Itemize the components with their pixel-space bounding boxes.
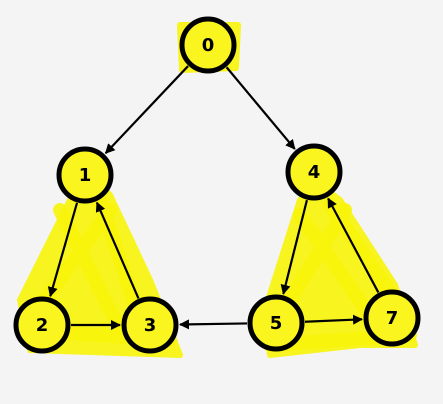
node-label: 2 bbox=[36, 315, 49, 336]
node-5: 5 bbox=[247, 294, 305, 352]
node-4: 4 bbox=[285, 143, 343, 201]
edge-4-to-5 bbox=[280, 199, 308, 295]
highlight-scribble bbox=[263, 198, 417, 352]
node-label: 0 bbox=[202, 35, 215, 56]
highlight-scribble bbox=[18, 193, 177, 347]
node-label: 7 bbox=[386, 308, 399, 329]
edge-5-to-3 bbox=[178, 319, 248, 330]
node-7: 7 bbox=[363, 289, 421, 347]
edge-0-to-4 bbox=[225, 66, 296, 150]
node-label: 3 bbox=[144, 315, 157, 336]
node-0: 0 bbox=[179, 16, 237, 74]
node-circle bbox=[285, 143, 343, 201]
node-circle bbox=[121, 296, 179, 354]
node-label: 4 bbox=[308, 162, 321, 183]
node-label: 5 bbox=[270, 313, 283, 334]
edge-3-to-1 bbox=[95, 201, 140, 299]
node-1: 1 bbox=[56, 146, 114, 204]
node-layer: 0 1 4 2 3 5 7 bbox=[13, 16, 421, 354]
edge-1-to-2 bbox=[47, 202, 79, 298]
edge-7-to-4 bbox=[327, 197, 380, 293]
node-circle bbox=[179, 16, 237, 74]
edge-layer bbox=[47, 65, 380, 330]
node-circle bbox=[56, 146, 114, 204]
node-circle bbox=[13, 296, 71, 354]
node-circle bbox=[363, 289, 421, 347]
edge-5-to-7 bbox=[304, 314, 364, 325]
node-3: 3 bbox=[121, 296, 179, 354]
node-circle bbox=[247, 294, 305, 352]
node-2: 2 bbox=[13, 296, 71, 354]
edge-0-to-1 bbox=[104, 65, 189, 154]
node-label: 1 bbox=[79, 165, 92, 186]
